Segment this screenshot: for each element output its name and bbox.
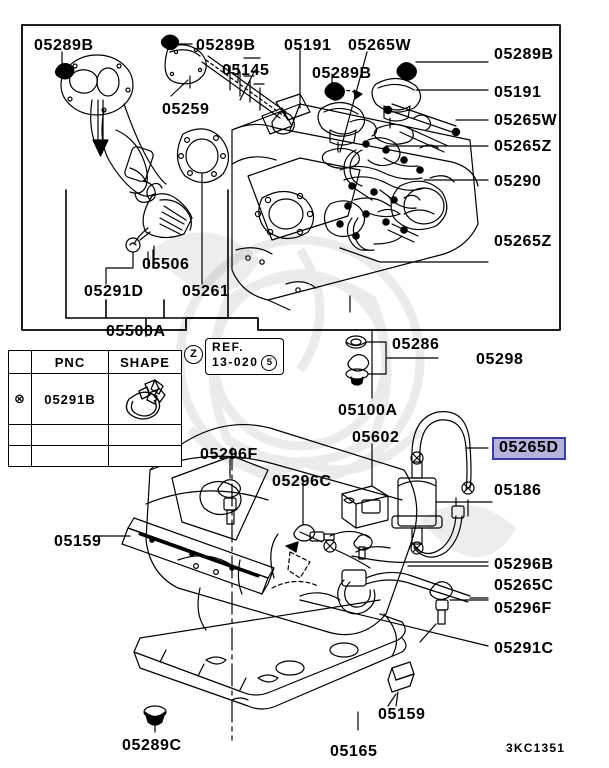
ref-number: 13-020 (212, 354, 259, 369)
hose-05265D (411, 411, 475, 517)
label-05291C: 05291C (494, 640, 554, 657)
hose-lower-left (299, 531, 391, 569)
clip-05159-lower (387, 661, 415, 707)
table-header-shape: SHAPE (108, 350, 182, 374)
ref-circle-number: 5 (261, 354, 278, 371)
sender-unit-05259 (164, 44, 207, 97)
part-05286-washer (345, 335, 387, 349)
pnc-shape-table: PNC SHAPE ⊗ 05291B (8, 350, 182, 467)
label-05289B-3: 05289B (494, 46, 554, 63)
label-05290: 05290 (494, 173, 542, 190)
strainer-05506 (105, 182, 193, 285)
reference-box: REF. 13-020 5 (205, 338, 285, 375)
row-pnc-value (31, 424, 109, 446)
table-header-mark (8, 350, 32, 374)
label-05602: 05602 (352, 429, 400, 446)
fuel-line-05186 (413, 497, 465, 558)
label-05159-1: 05159 (54, 533, 102, 550)
row-shape-cell (108, 445, 182, 467)
gasket-05261 (176, 128, 230, 285)
ref-line-2: 13-020 5 (212, 354, 278, 371)
label-05289B-2: 05289B (196, 37, 256, 54)
label-05159-2: 05159 (378, 706, 426, 723)
highlighted-part-05265D[interactable]: 05265D (492, 437, 566, 460)
label-05289B-1: 05289B (34, 37, 94, 54)
label-05298: 05298 (476, 351, 524, 368)
label-05191-2: 05191 (494, 84, 542, 101)
label-05265W-1: 05265W (348, 37, 412, 54)
label-05296F-2: 05296F (494, 600, 552, 617)
label-05506: 05506 (142, 256, 190, 273)
drawing-number: 3KC1351 (506, 741, 566, 755)
fuel-tank-upper (231, 93, 479, 313)
row-pnc-value (31, 445, 109, 467)
bracket-05602 (341, 443, 389, 529)
fuel-pump-module (60, 54, 167, 203)
table-row (8, 424, 182, 446)
hose-05265C (337, 565, 489, 615)
leader-05291C (271, 541, 489, 647)
table-header-pnc: PNC (31, 350, 109, 374)
label-05265Z-1: 05265Z (494, 138, 552, 155)
leader-05159-2 (387, 693, 397, 707)
row-mark-symbol: ⊗ (8, 373, 32, 425)
row-pnc-value: 05291B (31, 373, 109, 425)
hose-clamp-icon (125, 379, 166, 420)
upper-right-leaders (299, 49, 489, 263)
row-mark-symbol (8, 424, 32, 446)
tank-fittings-cluster (317, 77, 461, 251)
leader-05289B-1 (54, 51, 75, 80)
label-05291D: 05291D (84, 283, 144, 300)
label-05265C: 05265C (494, 577, 554, 594)
protector-05159-upper (121, 517, 275, 595)
label-05165: 05165 (330, 743, 378, 760)
fuel-filter-assembly (391, 451, 493, 555)
label-05145: 05145 (222, 62, 270, 79)
part-05298-bolt (345, 341, 439, 386)
label-05186: 05186 (494, 482, 542, 499)
fuel-tank-lower (145, 424, 418, 657)
leader-05289B-2 (160, 34, 193, 51)
label-05259: 05259 (162, 101, 210, 118)
marker-05289B-3 (396, 61, 489, 81)
leader-05296B (351, 555, 489, 563)
label-05289B-4: 05289B (312, 65, 372, 82)
label-05265W-2: 05265W (494, 112, 558, 129)
label-05265Z-2: 05265Z (494, 233, 552, 250)
label-05296B: 05296B (494, 556, 554, 573)
bolt-05296F-lower (419, 581, 489, 643)
table-row: ⊗ 05291B (8, 373, 182, 425)
label-05296C: 05296C (272, 473, 332, 490)
row-shape-cell (108, 424, 182, 446)
ref-line-1: REF. (212, 340, 245, 354)
label-05289C: 05289C (122, 737, 182, 754)
fuel-rod-05145 (201, 55, 295, 135)
label-05261: 05261 (182, 283, 230, 300)
row-mark-symbol (8, 445, 32, 467)
label-05191-1: 05191 (284, 37, 332, 54)
group-05500A-bracket (65, 189, 229, 337)
table-row (8, 445, 182, 467)
grommet-05289C (143, 705, 167, 733)
label-05100A: 05100A (338, 402, 398, 419)
tank-skid-plate (133, 599, 407, 710)
bolt-05296F-upper (217, 457, 241, 525)
marker-05289B-4 (324, 73, 345, 101)
row-shape-cell (108, 373, 182, 425)
ref-marker-z: Z (184, 345, 203, 364)
label-05500A: 05500A (106, 323, 166, 340)
table-header-row: PNC SHAPE (8, 350, 182, 374)
label-05286: 05286 (392, 336, 440, 353)
upper-panel-border (21, 24, 561, 331)
label-05296F-1: 05296F (200, 446, 258, 463)
